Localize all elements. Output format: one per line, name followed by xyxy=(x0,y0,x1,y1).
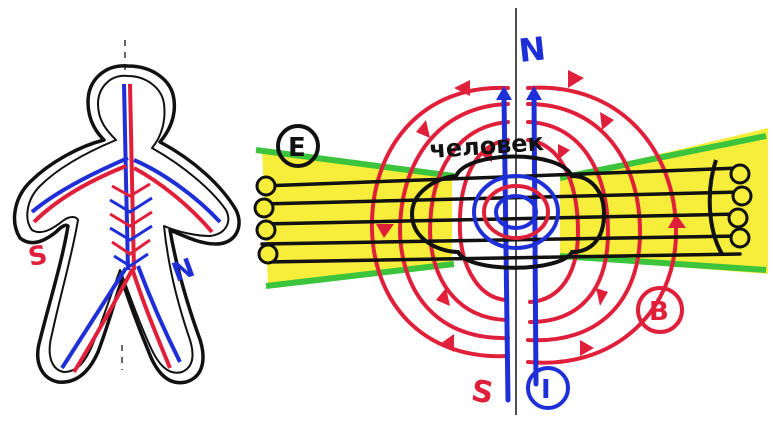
e-label: E xyxy=(288,133,306,163)
b-label: B xyxy=(649,297,669,327)
bottom-s-label: S xyxy=(469,373,496,411)
left-leg-blue xyxy=(62,268,126,368)
spine-blue xyxy=(124,84,128,270)
left-s-label: S xyxy=(26,240,50,273)
bottom-i-badge: I xyxy=(528,368,568,408)
human-figure: S N xyxy=(15,40,240,383)
left-leg-red xyxy=(74,270,132,372)
ribs xyxy=(110,184,152,266)
blue-arrowheads xyxy=(496,86,542,100)
e-label-badge: E xyxy=(278,126,318,166)
spine-red xyxy=(130,84,134,270)
field-diagram: N человек E B S I xyxy=(255,8,768,415)
top-n-label: N xyxy=(517,29,548,70)
bottom-i-label: I xyxy=(541,375,551,405)
right-arm-blue xyxy=(134,160,220,222)
right-arm-red xyxy=(134,168,212,232)
